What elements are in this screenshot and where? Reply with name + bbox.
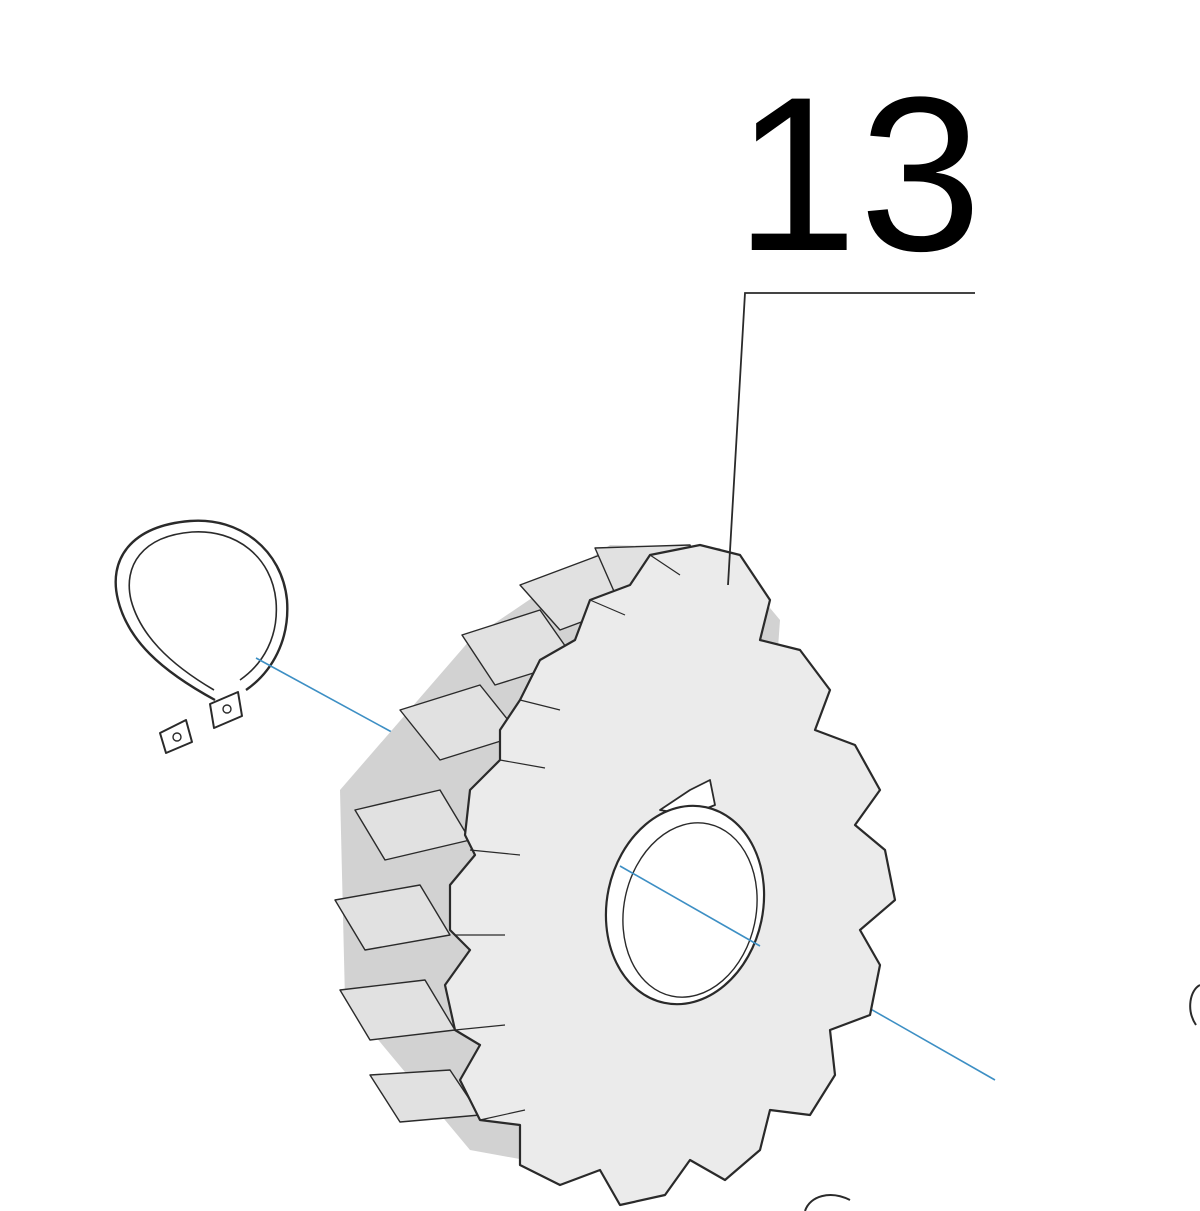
spur-gear: [334, 543, 897, 1207]
retaining-ring-lug-left: [159, 719, 193, 754]
gear-bore-inner: [622, 822, 758, 998]
retaining-ring-lug-right: [209, 691, 243, 729]
retaining-ring-inner: [128, 531, 278, 691]
axis-line-through-bore: [619, 865, 761, 947]
edge-fragment-bottom: [804, 1194, 851, 1211]
retaining-ring-lug-left-hole: [172, 732, 182, 742]
gear-bore: [604, 804, 766, 1006]
retaining-ring-lug-right-hole: [222, 704, 232, 714]
retaining-ring-outer: [114, 519, 289, 702]
edge-fragment-right: [1189, 984, 1200, 1026]
gear-tooth-edges: [454, 554, 681, 1121]
retaining-ring: [114, 519, 289, 754]
gear-tooth-ridges: [334, 544, 711, 1123]
callout-leader-line: [727, 292, 975, 586]
axis-line-ring: [255, 657, 411, 743]
callout-number: 13: [735, 51, 984, 297]
